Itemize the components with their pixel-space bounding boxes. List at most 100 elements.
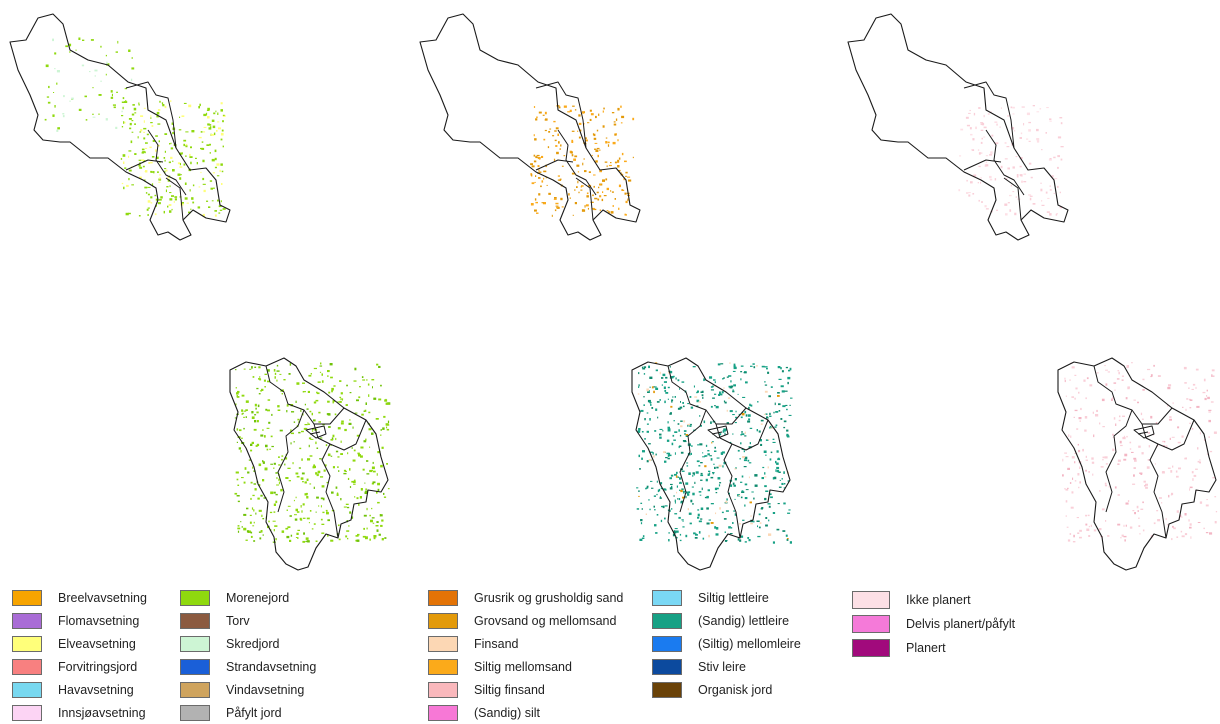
map-speckle (781, 390, 785, 393)
map-speckle (683, 405, 685, 408)
map-speckle (1172, 525, 1174, 528)
map-speckle (174, 198, 177, 201)
map-speckle (612, 205, 614, 207)
legend-swatch (428, 682, 458, 698)
map-speckle (1015, 196, 1018, 198)
map-speckle (1177, 426, 1180, 429)
map-speckle (1192, 478, 1194, 481)
map-speckle (637, 393, 640, 395)
map-speckle (155, 149, 157, 152)
map-speckle (781, 370, 784, 373)
map-speckle (772, 541, 775, 544)
map-speckle (1028, 194, 1032, 196)
map-speckle (679, 533, 682, 536)
map-speckle (723, 429, 726, 432)
region-b-levelling-svg (1057, 357, 1218, 571)
map-speckle (252, 525, 255, 527)
map-speckle (756, 365, 758, 367)
map-speckle (1067, 487, 1069, 489)
map-speckle (269, 511, 273, 514)
map-speckle (554, 197, 557, 199)
map-speckle (966, 124, 970, 127)
map-speckle (994, 121, 998, 123)
legend-label: (Sandig) lettleire (698, 614, 790, 628)
map-speckle (129, 122, 132, 126)
map-speckle (259, 537, 262, 540)
map-speckle (1114, 389, 1116, 391)
map-speckle (671, 399, 674, 402)
map-speckle (785, 366, 788, 369)
map-speckle (330, 455, 333, 457)
map-speckle (367, 383, 370, 386)
map-speckle (334, 413, 337, 416)
map-speckle (749, 403, 751, 406)
map-speckle (721, 451, 725, 454)
map-speckle (677, 476, 679, 478)
map-speckle (171, 208, 173, 211)
map-speckle (302, 503, 305, 506)
map-speckle (599, 195, 602, 198)
map-speckle (384, 537, 387, 539)
map-speckle (618, 184, 621, 188)
map-speckle (698, 401, 701, 403)
legend-swatch (652, 636, 682, 652)
map-speckle (1202, 391, 1206, 394)
map-speckle (730, 385, 734, 388)
map-speckle (373, 397, 377, 400)
map-speckle (679, 445, 682, 447)
map-speckle (648, 365, 650, 369)
map-speckle (991, 134, 994, 137)
map-speckle (371, 466, 375, 470)
map-speckle (1072, 541, 1076, 543)
map-speckle (116, 91, 118, 93)
legend-label: Grovsand og mellomsand (474, 614, 617, 628)
map-speckle (692, 503, 694, 505)
map-speckle (286, 535, 290, 539)
legend-swatch (12, 613, 42, 629)
map-speckle (111, 93, 113, 97)
map-speckle (996, 209, 998, 211)
map-speckle (315, 472, 318, 475)
map-speckle (1211, 374, 1213, 377)
map-speckle (254, 366, 257, 368)
map-speckle (277, 409, 281, 411)
map-speckle (1177, 441, 1181, 444)
legend-swatch (428, 636, 458, 652)
map-speckle (158, 198, 162, 201)
map-speckle (643, 366, 647, 369)
map-speckle (1066, 526, 1069, 528)
map-speckle (236, 395, 238, 398)
map-speckle (576, 164, 580, 167)
map-speckle (1085, 469, 1087, 472)
map-speckle (207, 107, 210, 111)
map-speckle (1184, 513, 1187, 516)
map-speckle (387, 420, 390, 423)
map-speckle (555, 127, 559, 130)
map-speckle (376, 529, 379, 532)
map-speckle (48, 85, 50, 89)
map-speckle (316, 474, 319, 477)
map-speckle (553, 158, 556, 161)
map-speckle (215, 110, 217, 113)
map-speckle (198, 136, 202, 139)
map-speckle (270, 435, 273, 438)
map-speckle (1121, 375, 1124, 377)
map-speckle (756, 429, 758, 432)
map-speckle (979, 152, 983, 154)
map-speckle (646, 430, 649, 433)
map-speckle (748, 406, 750, 410)
map-speckle (594, 142, 598, 144)
map-speckle (1074, 461, 1076, 464)
map-speckle (206, 200, 209, 202)
map-speckle (160, 196, 163, 199)
map-speckle (598, 113, 600, 116)
map-speckle (537, 157, 539, 159)
legend-swatch (12, 636, 42, 652)
map-speckle (669, 412, 672, 414)
map-speckle (257, 497, 260, 500)
map-speckle (1208, 411, 1211, 413)
map-speckle (765, 490, 769, 492)
map-speckle (1129, 441, 1132, 444)
map-speckle (778, 471, 781, 473)
map-speckle (253, 428, 257, 431)
